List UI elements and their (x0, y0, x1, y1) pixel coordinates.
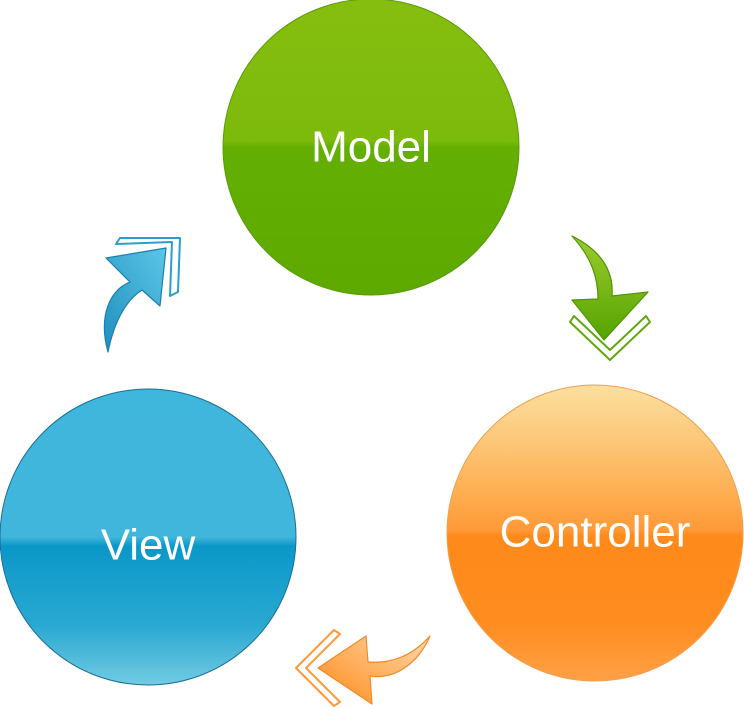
view-node: View (0, 388, 297, 686)
view-circle (0, 388, 297, 686)
arrow-model-to-controller (569, 235, 651, 361)
curved-double-arrow-icon (569, 235, 651, 361)
arrow-view-to-model (103, 237, 181, 353)
curved-double-arrow-icon (103, 237, 181, 353)
controller-circle (446, 384, 744, 682)
controller-label: Controller (500, 508, 691, 557)
model-circle (222, 0, 520, 296)
model-label: Model (311, 123, 431, 172)
controller-node: Controller (446, 384, 744, 682)
curved-double-arrow-icon (295, 629, 431, 707)
model-node: Model (222, 0, 520, 296)
view-label: View (101, 521, 196, 570)
arrow-controller-to-view (295, 629, 431, 707)
